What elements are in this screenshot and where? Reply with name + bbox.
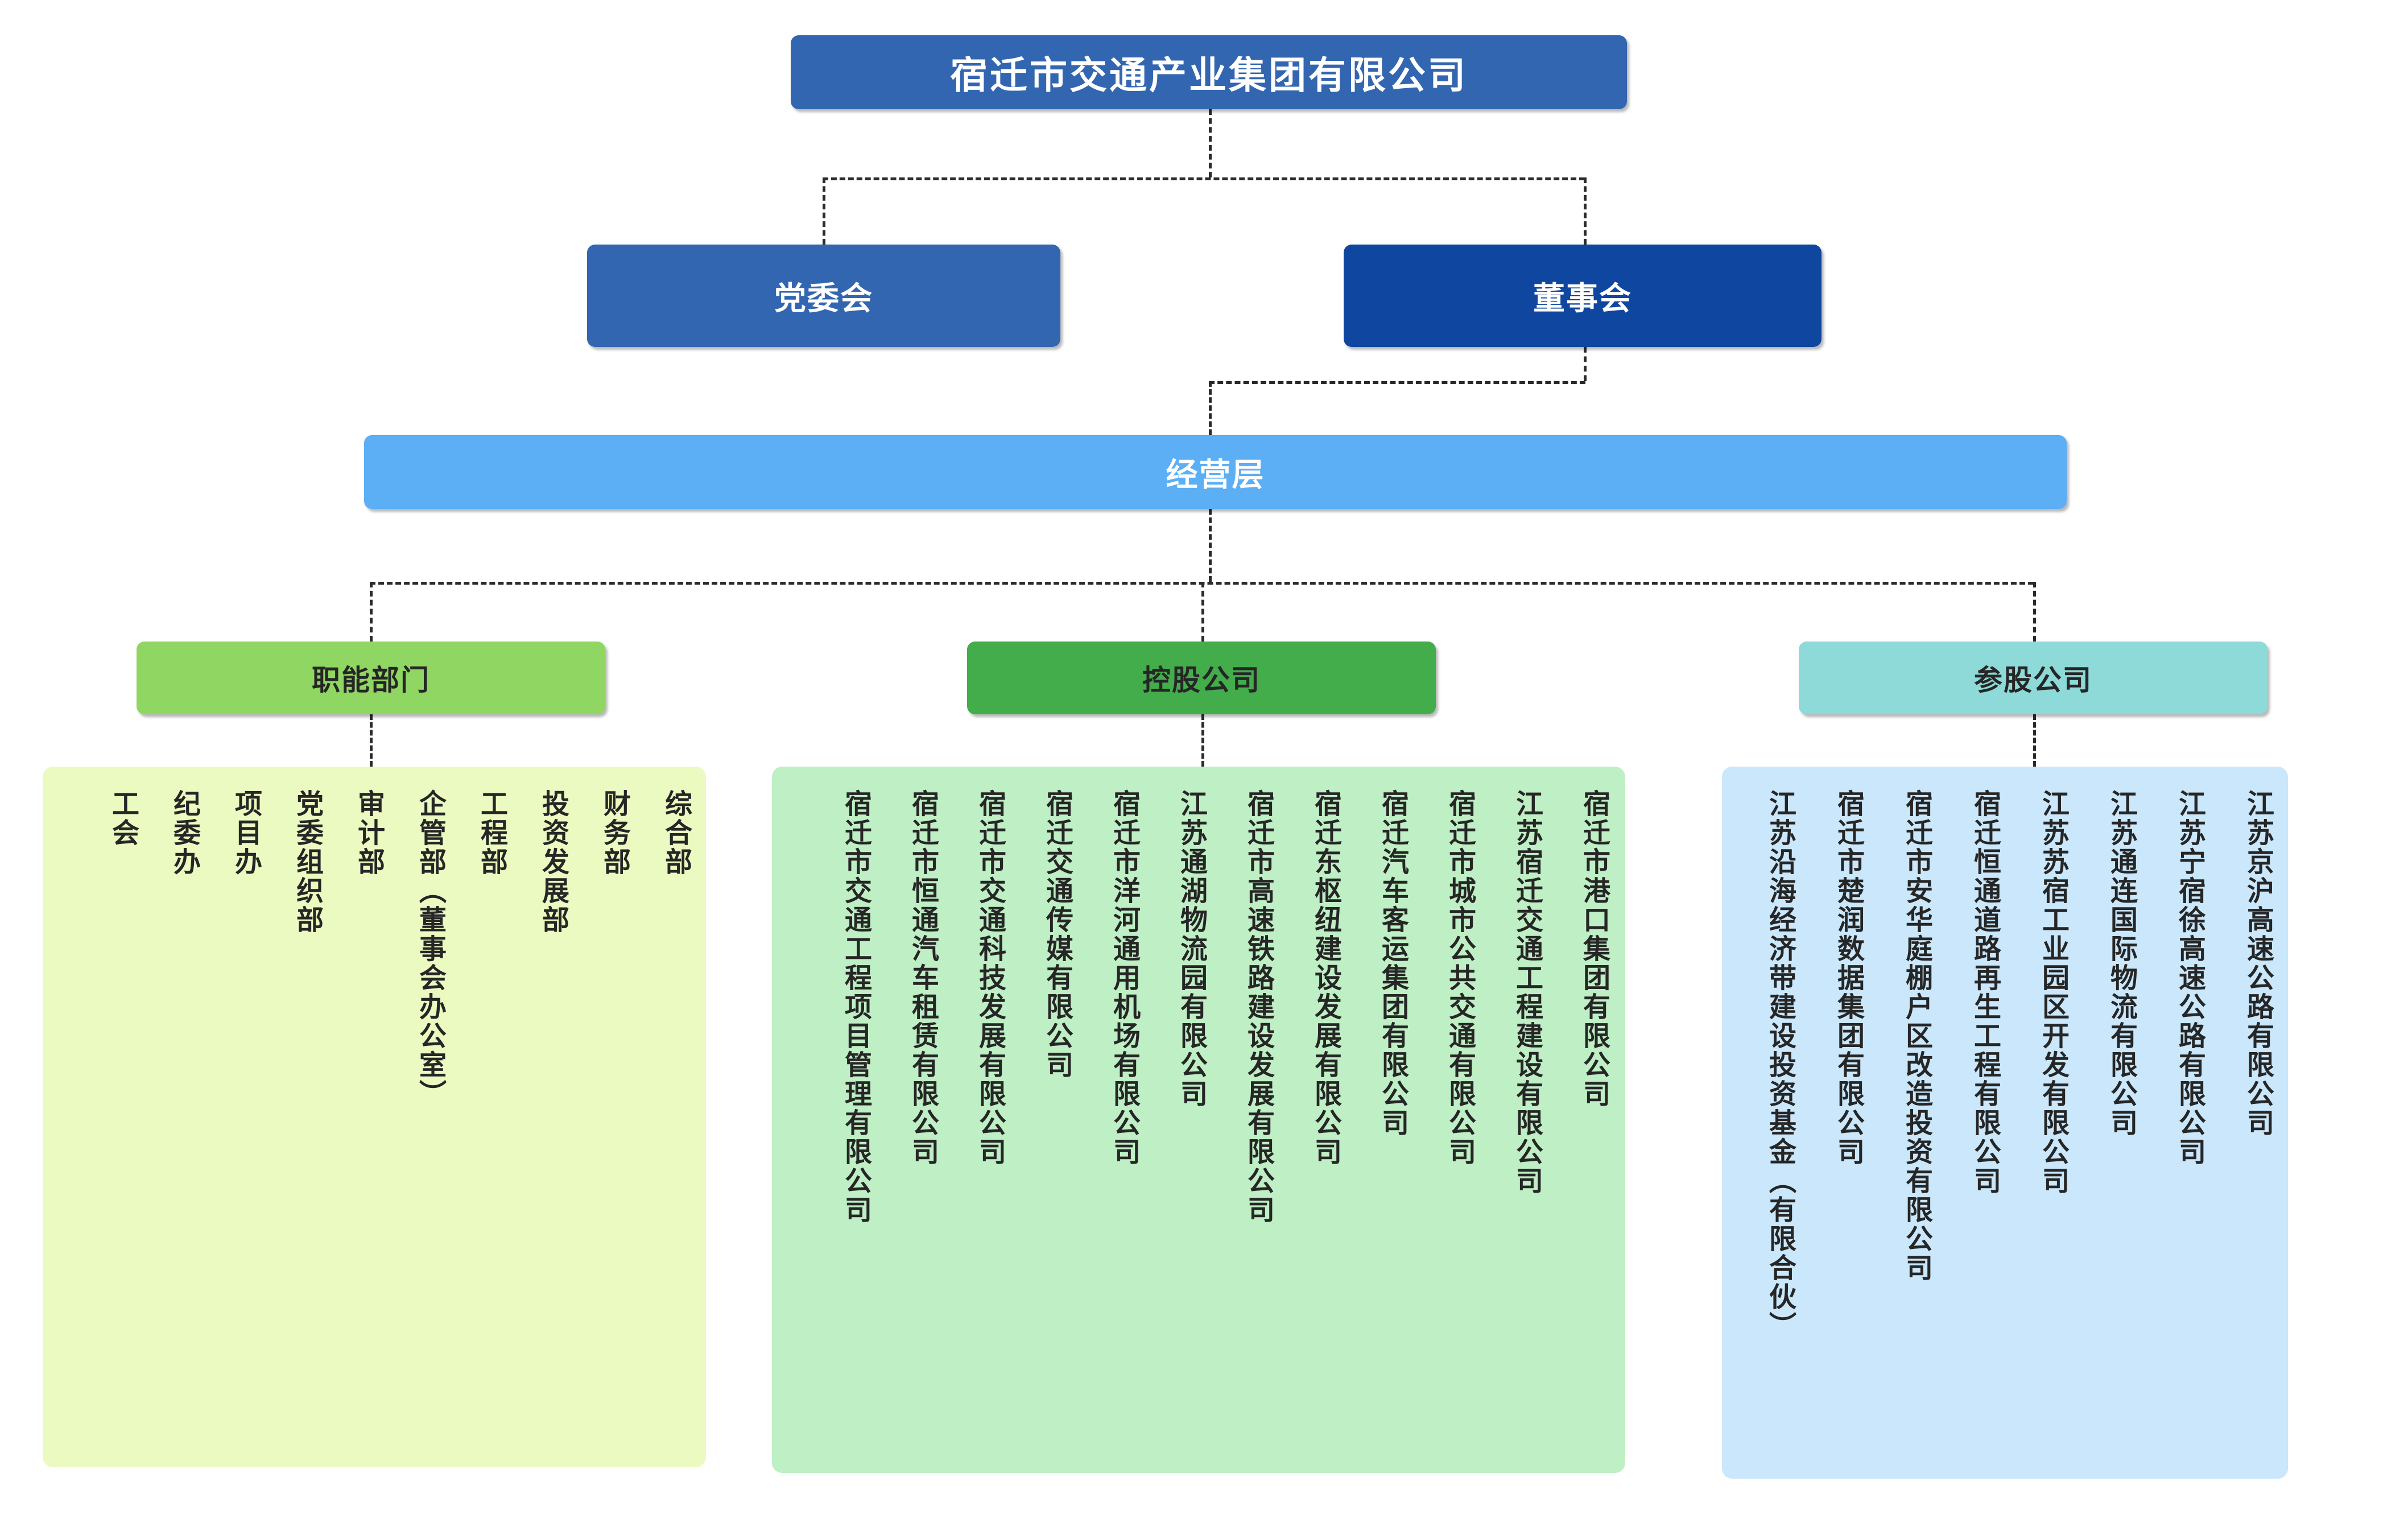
connector-func-up (370, 582, 373, 642)
node-party-committee[interactable]: 党委会 (587, 245, 1060, 347)
list-item[interactable]: 宿迁市恒通汽车租赁有限公司 (907, 789, 937, 1166)
list-item[interactable]: 财务部 (599, 789, 629, 876)
list-item[interactable]: 投资发展部 (538, 789, 568, 934)
category-header-holding-companies[interactable]: 控股公司 (967, 642, 1436, 714)
list-item[interactable]: 宿迁交通传媒有限公司 (1042, 789, 1072, 1079)
list-item[interactable]: 宿迁市楚润数据集团有限公司 (1833, 789, 1863, 1166)
connector-board-to-mgmt (1209, 381, 1585, 384)
connector-root-split (823, 177, 1585, 180)
connector-share-to-panel (2033, 714, 2036, 767)
list-item[interactable]: 江苏苏宿工业园区开发有限公司 (2038, 789, 2068, 1195)
panel-holding-companies: 宿迁市港口集团有限公司 江苏宿迁交通工程建设有限公司 宿迁市城市公共交通有限公司… (772, 767, 1625, 1473)
list-item[interactable]: 宿迁东枢纽建设发展有限公司 (1310, 789, 1340, 1166)
list-item[interactable]: 江苏通连国际物流有限公司 (2106, 789, 2136, 1137)
list-item[interactable]: 党委组织部 (292, 789, 322, 934)
list-item[interactable]: 项目办 (230, 789, 261, 876)
list-item[interactable]: 宿迁市城市公共交通有限公司 (1444, 789, 1474, 1166)
list-item[interactable]: 宿迁汽车客运集团有限公司 (1377, 789, 1407, 1137)
connector-root-down (1209, 109, 1212, 177)
list-item[interactable]: 审计部 (353, 789, 383, 876)
list-item[interactable]: 工会 (108, 789, 138, 847)
list-item[interactable]: 企管部（董事会办公室） (415, 789, 445, 1108)
list-item[interactable]: 宿迁市交通科技发展有限公司 (974, 789, 1005, 1166)
category-header-shareholding-companies[interactable]: 参股公司 (1799, 642, 2267, 714)
list-item[interactable]: 江苏通湖物流园有限公司 (1176, 789, 1206, 1108)
list-item[interactable]: 宿迁市高速铁路建设发展有限公司 (1243, 789, 1273, 1224)
list-item[interactable]: 宿迁恒通道路再生工程有限公司 (1969, 789, 2000, 1195)
connector-board-down (1584, 347, 1587, 381)
list-item[interactable]: 综合部 (660, 789, 691, 876)
panel-functional-departments: 综合部 财务部 投资发展部 工程部 企管部（董事会办公室） 审计部 党委组织部 … (43, 767, 706, 1467)
connector-func-to-panel (370, 714, 373, 767)
list-item[interactable]: 江苏宁宿徐高速公路有限公司 (2174, 789, 2204, 1166)
list-item[interactable]: 宿迁市交通工程项目管理有限公司 (840, 789, 870, 1224)
connector-hold-to-panel (1201, 714, 1204, 767)
list-item[interactable]: 江苏京沪高速公路有限公司 (2242, 789, 2273, 1137)
connector-mgmt-down (1209, 509, 1212, 582)
list-item[interactable]: 宿迁市安华庭棚户区改造投资有限公司 (1901, 789, 1931, 1282)
root-node-company[interactable]: 宿迁市交通产业集团有限公司 (791, 35, 1627, 109)
category-header-functional-departments[interactable]: 职能部门 (137, 642, 605, 714)
list-item[interactable]: 工程部 (476, 789, 506, 876)
node-board-of-directors[interactable]: 董事会 (1344, 245, 1822, 347)
connector-mgmt-up (1209, 381, 1212, 435)
list-item[interactable]: 宿迁市洋河通用机场有限公司 (1109, 789, 1139, 1166)
list-item[interactable]: 纪委办 (169, 789, 199, 876)
list-item[interactable]: 宿迁市港口集团有限公司 (1579, 789, 1609, 1108)
connector-share-up (2033, 582, 2036, 642)
panel-shareholding-companies: 江苏京沪高速公路有限公司 江苏宁宿徐高速公路有限公司 江苏通连国际物流有限公司 … (1722, 767, 2288, 1479)
connector-hold-up (1201, 582, 1204, 642)
connector-board-up (1584, 177, 1587, 245)
node-management-layer[interactable]: 经营层 (364, 435, 2067, 509)
list-item[interactable]: 江苏宿迁交通工程建设有限公司 (1511, 789, 1542, 1195)
list-item[interactable]: 江苏沿海经济带建设投资基金（有限合伙） (1765, 789, 1795, 1340)
connector-party-up (823, 177, 825, 245)
